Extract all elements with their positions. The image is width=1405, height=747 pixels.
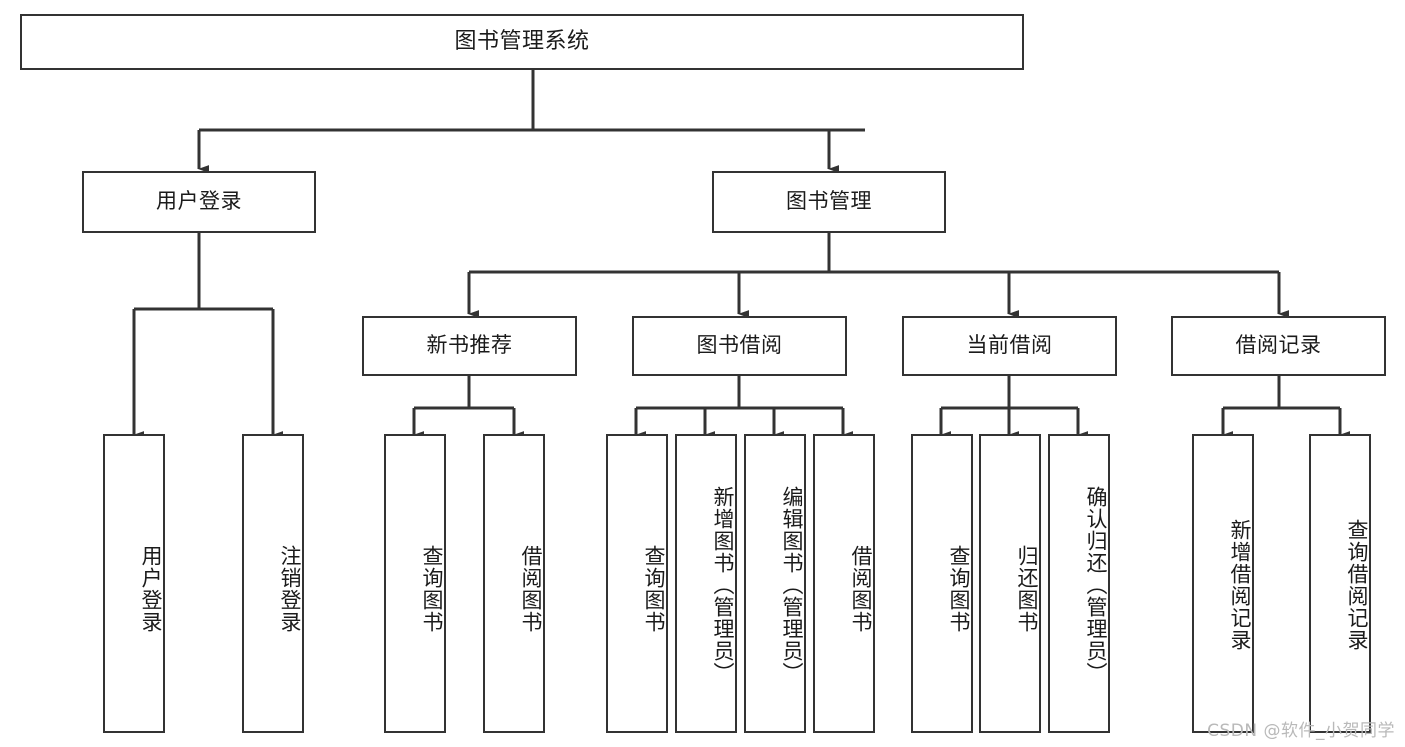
node-label: 借阅图书	[849, 544, 873, 633]
leaf-query-borrowing-record[interactable]: 查询借阅记录	[1309, 434, 1371, 733]
node-book-borrowing[interactable]: 图书借阅	[632, 316, 847, 376]
node-book-management[interactable]: 图书管理	[712, 171, 946, 233]
node-label: 用户登录	[156, 189, 242, 214]
node-borrowing-record[interactable]: 借阅记录	[1171, 316, 1386, 376]
leaf-logout[interactable]: 注销登录	[242, 434, 304, 733]
leaf-query-book-current[interactable]: 查询图书	[911, 434, 973, 733]
node-current-borrowing[interactable]: 当前借阅	[902, 316, 1117, 376]
node-label: 查询图书	[947, 544, 971, 633]
node-label: 归还图书	[1015, 544, 1039, 633]
node-label: 新书推荐	[426, 333, 513, 358]
node-label: 查询图书	[420, 544, 444, 633]
leaf-query-book-recommend[interactable]: 查询图书	[384, 434, 446, 733]
watermark-text: CSDN @软件_小贺同学	[1207, 721, 1395, 741]
node-root-book-management-system[interactable]: 图书管理系统	[20, 14, 1024, 70]
node-user-login[interactable]: 用户登录	[82, 171, 316, 233]
leaf-user-login[interactable]: 用户登录	[103, 434, 165, 733]
node-label: 图书管理	[786, 189, 872, 214]
node-label: 用户登录	[139, 544, 163, 633]
node-new-book-recommendation[interactable]: 新书推荐	[362, 316, 577, 376]
node-label: 查询图书	[642, 544, 666, 633]
leaf-return-book[interactable]: 归还图书	[979, 434, 1041, 733]
node-label: 当前借阅	[966, 333, 1053, 358]
leaf-confirm-return-admin[interactable]: 确认归还（管理员）	[1048, 434, 1110, 733]
node-label: 新增借阅记录	[1228, 518, 1252, 651]
node-label: 图书管理系统	[454, 28, 590, 54]
leaf-edit-book-admin[interactable]: 编辑图书（管理员）	[744, 434, 806, 733]
node-label: 查询借阅记录	[1345, 518, 1369, 651]
node-label: 借阅记录	[1235, 333, 1322, 358]
node-label: 图书借阅	[696, 333, 783, 358]
node-label: 编辑图书（管理员）	[780, 485, 804, 684]
node-label: 借阅图书	[519, 544, 543, 633]
leaf-borrow-book-recommend[interactable]: 借阅图书	[483, 434, 545, 733]
leaf-query-book-borrow[interactable]: 查询图书	[606, 434, 668, 733]
leaf-borrow-book[interactable]: 借阅图书	[813, 434, 875, 733]
leaf-add-borrowing-record[interactable]: 新增借阅记录	[1192, 434, 1254, 733]
node-label: 确认归还（管理员）	[1084, 485, 1108, 684]
leaf-add-book-admin[interactable]: 新增图书（管理员）	[675, 434, 737, 733]
node-label: 注销登录	[278, 544, 302, 633]
node-label: 新增图书（管理员）	[711, 485, 735, 684]
